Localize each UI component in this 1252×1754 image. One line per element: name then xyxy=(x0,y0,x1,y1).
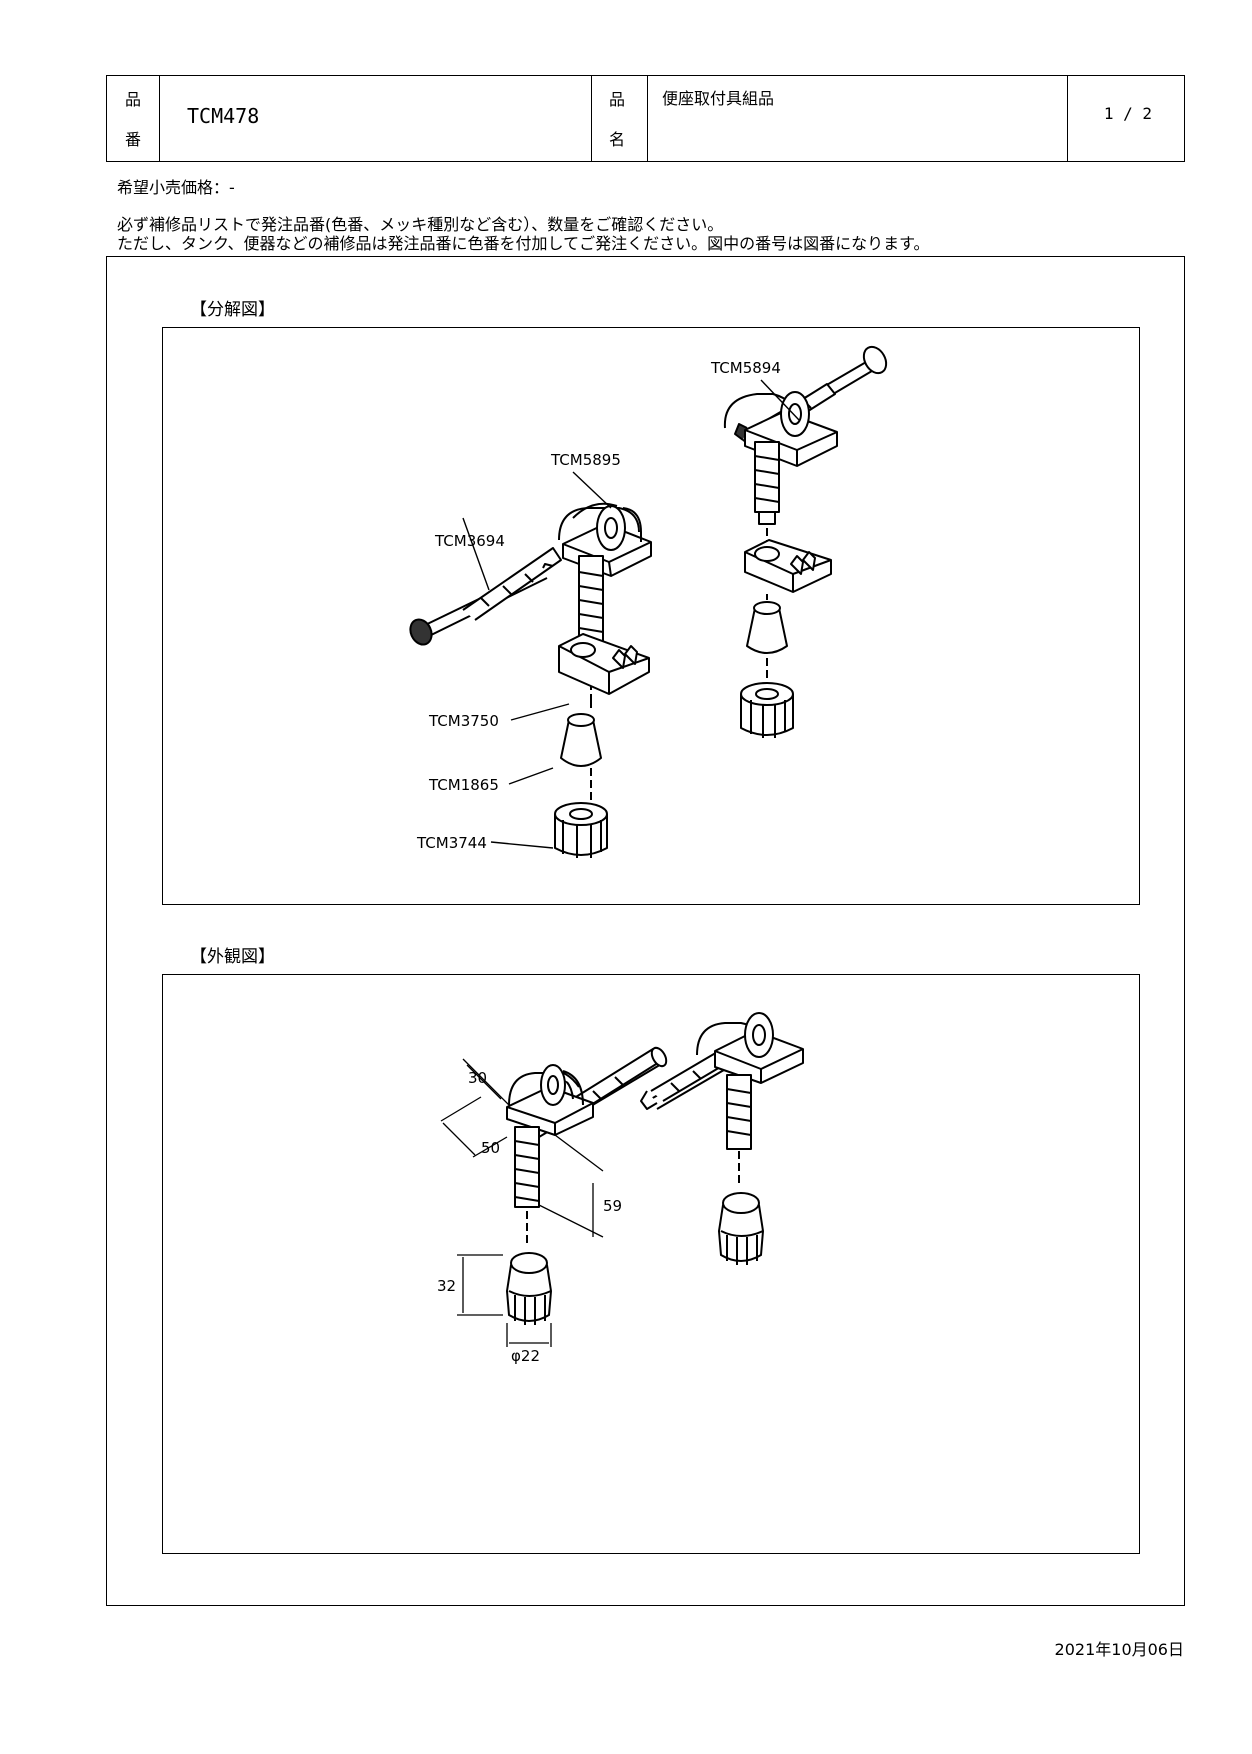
dimension-phi-22: φ22 xyxy=(511,1347,540,1365)
exterior-view-drawing: 30 50 59 32 φ22 xyxy=(437,1012,804,1365)
page-indicator: 1 / 2 xyxy=(1103,104,1152,123)
dimension-30: 30 xyxy=(468,1069,487,1087)
callout-tcm3694: TCM3694 xyxy=(434,532,505,550)
callout-tcm1865: TCM1865 xyxy=(428,776,499,794)
dimension-50: 50 xyxy=(481,1139,500,1157)
price-line: 希望小売価格：- xyxy=(117,178,235,197)
part-name-label-bottom: 名 xyxy=(609,130,626,149)
callout-tcm3744: TCM3744 xyxy=(416,834,487,852)
header-table: 品 番 TCM478 品 名 便座取付具組品 1 / 2 xyxy=(106,75,1185,162)
notice-line-2: ただし、タンク、便器などの補修品は発注品番に色番を付加してご発注ください。図中の… xyxy=(117,234,930,253)
part-name: 便座取付具組品 xyxy=(662,89,775,108)
part-number-label-top: 品 xyxy=(125,90,142,109)
part-number: TCM478 xyxy=(187,104,260,128)
part-number-label-bottom: 番 xyxy=(125,130,142,149)
callout-tcm3750: TCM3750 xyxy=(428,712,499,730)
exploded-view-heading: 【分解図】 xyxy=(190,300,275,320)
exterior-view-panel: 30 50 59 32 φ22 xyxy=(162,974,1140,1554)
dimension-59: 59 xyxy=(603,1197,622,1215)
drawing-frame xyxy=(106,256,1185,1606)
exploded-view-drawing: TCM5894 TCM5895 TCM3694 TCM3750 TCM1865 … xyxy=(409,345,888,858)
callout-tcm5894: TCM5894 xyxy=(710,359,781,377)
notice-line-1: 必ず補修品リストで発注品番(色番、メッキ種別など含む）、数量をご確認ください。 xyxy=(117,215,724,234)
date-stamp: 2021年10月06日 xyxy=(1054,1640,1184,1659)
part-name-label-top: 品 xyxy=(609,90,626,109)
exploded-view-panel: TCM5894 TCM5895 TCM3694 TCM3750 TCM1865 … xyxy=(162,327,1140,905)
dimension-32: 32 xyxy=(437,1277,456,1295)
exterior-view-heading: 【外観図】 xyxy=(190,947,275,967)
callout-tcm5895: TCM5895 xyxy=(550,451,621,469)
